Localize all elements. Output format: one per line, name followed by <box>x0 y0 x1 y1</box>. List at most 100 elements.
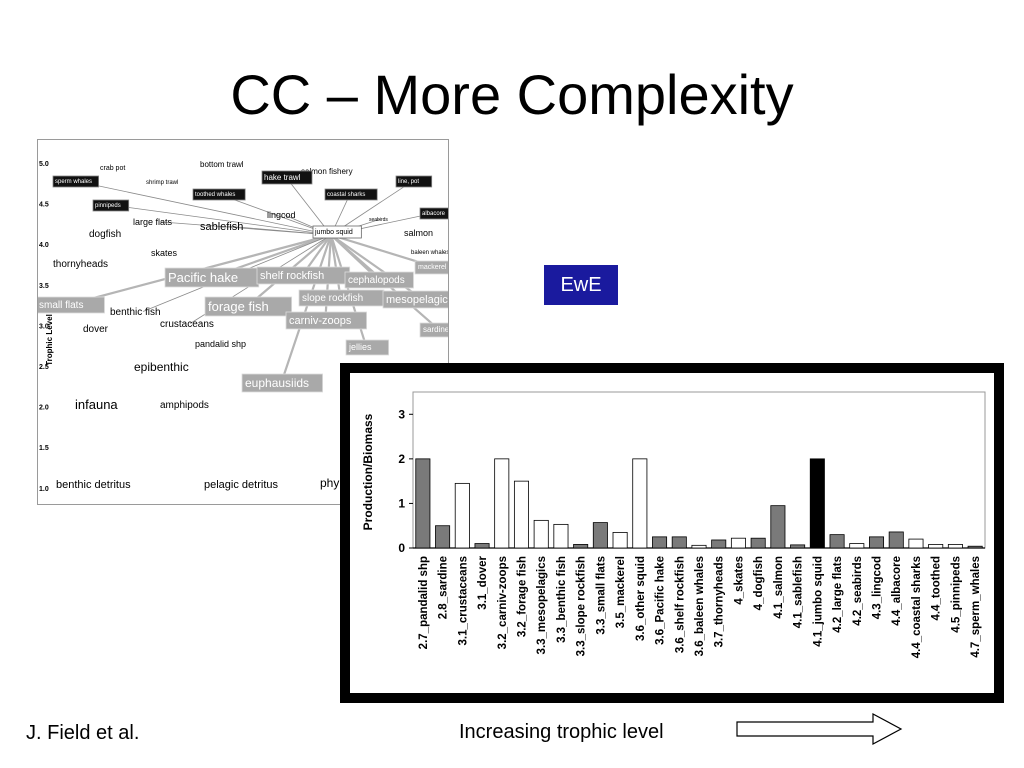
food-web-node-pinnipeds: pinnipeds <box>92 199 130 212</box>
food-web-node-thornyheads: thornyheads <box>53 259 108 270</box>
food-web-node-line-pot: line, pot <box>395 175 433 188</box>
bar-3-3-small-flats <box>592 522 608 549</box>
food-web-node-label: jumbo squid <box>314 229 353 236</box>
food-web-node-label: line, pot <box>398 179 419 185</box>
food-web-node-label: sperm whales <box>55 179 92 185</box>
x-tick-label: 4.4_coastal sharks <box>911 556 923 658</box>
x-tick-label: 3.3_benthic fish <box>556 556 568 643</box>
food-web-node-label: epibenthic <box>134 360 189 374</box>
x-tick-label: 4.7_sperm_whales <box>970 556 982 658</box>
bar-4-2-large-flats <box>829 534 845 549</box>
bar-3-6-other-squid <box>632 458 648 549</box>
food-web-node-slope-rockfish: slope rockfish <box>298 289 385 307</box>
food-web-ytick: 4.0 <box>39 242 49 249</box>
x-tick-label: 4.2_large flats <box>832 556 844 633</box>
author-credit: J. Field et al. <box>26 722 140 744</box>
x-tick-label: 3.7_thornyheads <box>714 556 726 647</box>
bar-3-3-mesopelagics <box>533 519 549 549</box>
x-tick-label: 3.2_carniv-zoops <box>497 556 509 649</box>
food-web-node-shelf-rockfish: shelf rockfish <box>256 266 351 285</box>
food-web-ytick: 1.5 <box>39 445 49 452</box>
y-axis-label: Production/Biomass <box>361 413 375 530</box>
food-web-node-label: pelagic detritus <box>204 479 278 491</box>
food-web-node-label: sardine <box>423 325 448 334</box>
x-tick-label: 4.1_salmon <box>773 556 785 619</box>
food-web-node-label: shrimp trawl <box>146 180 178 186</box>
food-web-node-sperm-whales: sperm whales <box>52 175 99 188</box>
food-web-node-forage-fish: forage fish <box>204 296 293 317</box>
bar-4-1-sablefish <box>790 544 806 549</box>
bar-4-4-toothed <box>928 544 944 549</box>
food-web-link <box>160 221 332 236</box>
food-web-link <box>217 193 332 236</box>
food-web-node-mackerel: mackerel <box>414 260 448 275</box>
food-web-ytick: 5.0 <box>39 161 49 168</box>
x-tick-label: 4.5_pinnipeds <box>950 556 962 633</box>
bar-3-2-carniv-zoops <box>494 458 510 549</box>
food-web-ytick: 2.5 <box>39 364 49 371</box>
x-tick-label: 2.8_sardine <box>438 556 450 619</box>
food-web-node-label: large flats <box>133 217 173 227</box>
x-tick-label: 3.1_crustaceans <box>457 556 469 646</box>
food-web-node-sardine: sardine <box>419 322 448 338</box>
food-web-ytick: 4.5 <box>39 202 49 209</box>
food-web-node-epibenthic: epibenthic <box>134 360 189 374</box>
food-web-node-albacore: albacore <box>419 207 448 220</box>
bar-3-1-dover <box>474 543 490 549</box>
food-web-node-label: coastal sharks <box>327 192 365 198</box>
food-web-link <box>285 176 332 236</box>
x-tick-label: 3.6_Pacific hake <box>655 556 667 645</box>
food-web-node-label: hake trawl <box>264 173 301 182</box>
food-web-node-label: amphipods <box>160 400 209 411</box>
food-web-node-benthic-detritus: benthic detritus <box>56 479 131 491</box>
food-web-ytick: 1.0 <box>39 486 49 493</box>
food-web-node-label: albacore <box>422 211 446 217</box>
food-web-node-coastal-sharks: coastal sharks <box>324 188 378 201</box>
food-web-node-label: dogfish <box>89 229 121 240</box>
y-tick-label: 2 <box>398 452 405 466</box>
food-web-node-salmon: salmon <box>404 228 433 238</box>
x-tick-label: 2.7_pandalid shp <box>418 556 430 649</box>
bar-4-dogfish <box>750 537 766 549</box>
food-web-canvas: Trophic Level5.04.54.03.53.02.52.01.51.0… <box>38 160 448 493</box>
food-web-node-shrimp-trawl: shrimp trawl <box>146 180 178 186</box>
food-web-node-dover: dover <box>83 324 109 335</box>
food-web-node-label: Pacific hake <box>168 270 238 285</box>
food-web-node-label: salmon fishery <box>301 167 353 176</box>
food-web-node-amphipods: amphipods <box>160 400 209 411</box>
food-web-node-carniv-zoops: carniv-zoops <box>285 311 367 330</box>
bar-4-2-seabirds <box>849 543 865 549</box>
food-web-node-label: skates <box>151 248 178 258</box>
food-web-node-label: mackerel <box>418 264 447 271</box>
food-web-node-pelagic-detritus: pelagic detritus <box>204 479 278 491</box>
bar-4-1-jumbo-squid <box>809 458 825 549</box>
bar-4-7-sperm-whales <box>967 545 983 549</box>
x-tick-label: 3.2_forage fish <box>516 556 528 637</box>
bar-3-6-shelf-rockfish <box>671 536 687 549</box>
food-web-node-label: small flats <box>39 300 83 311</box>
food-web-node-baleen-whales: baleen whales <box>411 250 448 256</box>
x-tick-label: 4.4_albacore <box>891 556 903 626</box>
food-web-node-label: benthic detritus <box>56 479 131 491</box>
food-web-node-label: crab pot <box>100 165 125 172</box>
food-web-node-label: toothed whales <box>195 192 235 198</box>
food-web-node-skates: skates <box>151 248 178 258</box>
food-web-node-mesopelagics: mesopelagics <box>382 290 448 309</box>
food-web-node-pacific-hake: Pacific hake <box>164 267 260 288</box>
food-web-ytick: 2.0 <box>39 405 49 412</box>
food-web-node-crab-pot: crab pot <box>100 165 125 172</box>
x-tick-label: 3.6_other squid <box>635 556 647 641</box>
food-web-node-label: phy <box>320 476 339 490</box>
food-web-node-label: jellies <box>348 342 372 352</box>
x-tick-label: 3.6_baleen whales <box>694 556 706 656</box>
bar-2-7-pandalid-shp <box>415 458 431 549</box>
food-web-node-label: thornyheads <box>53 259 108 270</box>
bar-3-3-slope-rockfish <box>573 544 589 549</box>
food-web-ytick: 3.5 <box>39 283 49 290</box>
bar-3-6-baleen-whales <box>691 544 707 549</box>
food-web-node-lingcod: lingcod <box>267 210 296 220</box>
food-web-node-large-flats: large flats <box>133 217 173 227</box>
